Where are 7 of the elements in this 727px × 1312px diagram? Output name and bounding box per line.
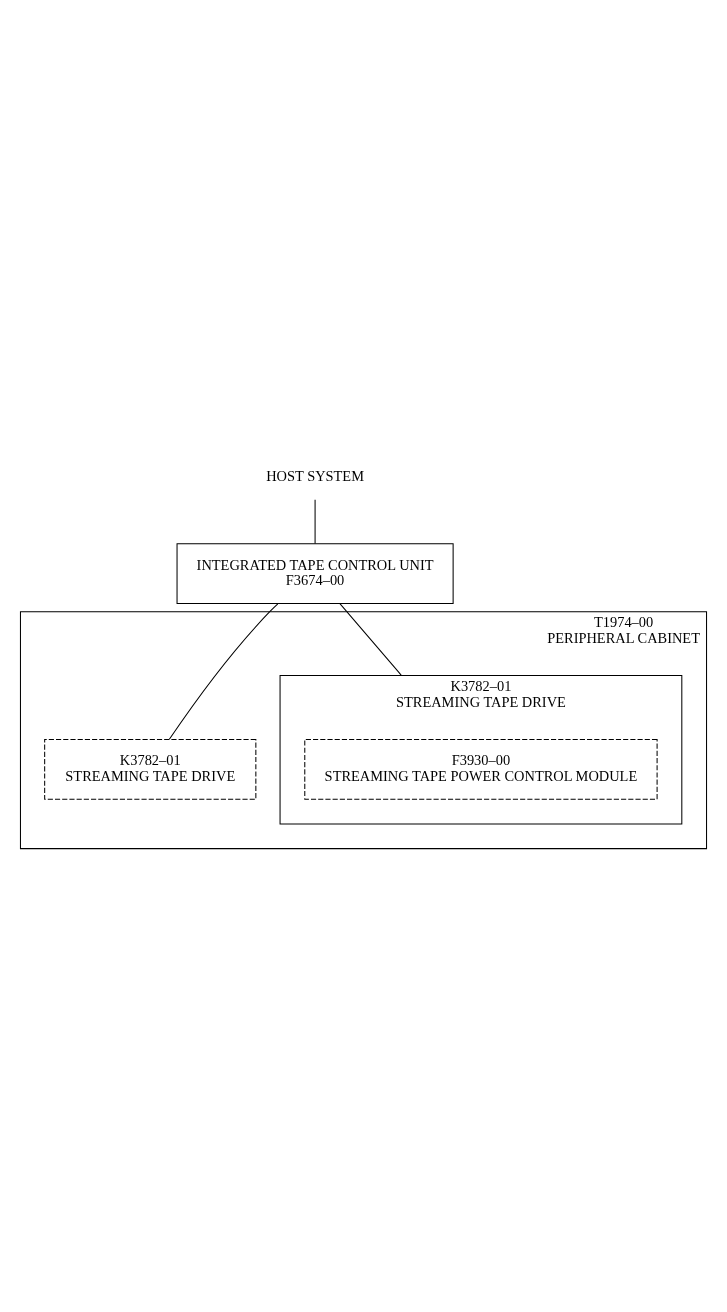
node-box: F3930–00 STREAMING TAPE POWER CONTROL MODULE [304,738,658,800]
connector [339,603,403,677]
node-text: HOST SYSTEM [266,468,364,485]
connector [168,603,279,740]
connector [314,499,316,544]
node-box: INTEGRATED TAPE CONTROL UNIT F3674–00 [176,543,454,604]
node-box: K3782–01 STREAMING TAPE DRIVE [44,738,257,800]
